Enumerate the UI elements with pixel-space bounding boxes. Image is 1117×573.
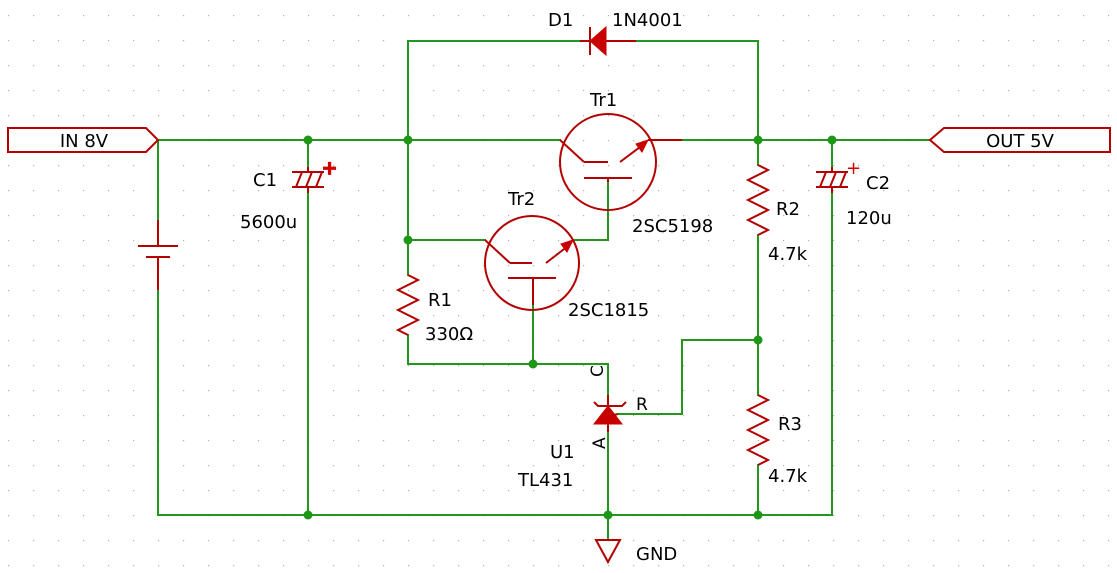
- capacitor-c1[interactable]: + C1 5600u: [240, 157, 338, 233]
- r3-ref: R3: [778, 414, 802, 435]
- battery-symbol[interactable]: [138, 220, 178, 290]
- ground-label: GND: [636, 544, 677, 565]
- r2-ref: R2: [776, 199, 800, 220]
- tr2-ref: Tr2: [507, 189, 535, 210]
- resistor-r1[interactable]: R1 330Ω: [395, 274, 473, 345]
- tr1-value: 2SC5198: [632, 216, 713, 237]
- diode-d1-value: 1N4001: [612, 10, 683, 31]
- regulator-u1[interactable]: C R A U1 TL431: [517, 365, 648, 491]
- c1-ref: C1: [253, 170, 277, 191]
- c1-polarity: +: [322, 158, 337, 179]
- output-port-label: OUT 5V: [986, 131, 1055, 152]
- input-port-label: IN 8V: [60, 131, 109, 152]
- junctions: [303, 135, 837, 520]
- u1-pin-ref: R: [636, 395, 648, 415]
- ground-symbol[interactable]: GND: [594, 539, 677, 565]
- resistor-r3[interactable]: R3 4.7k: [745, 394, 808, 487]
- output-port[interactable]: OUT 5V: [928, 127, 1111, 153]
- u1-pin-cathode: C: [588, 365, 608, 377]
- c2-value: 120u: [846, 208, 892, 229]
- transistor-tr1[interactable]: Tr1 2SC5198: [559, 90, 713, 237]
- c1-value: 5600u: [240, 212, 297, 233]
- r1-ref: R1: [428, 290, 452, 311]
- transistor-tr2[interactable]: Tr2 2SC1815: [484, 189, 649, 321]
- c2-polarity: +: [846, 158, 861, 179]
- c2-ref: C2: [866, 173, 890, 194]
- tr2-value: 2SC1815: [568, 300, 649, 321]
- u1-pin-anode: A: [590, 437, 610, 449]
- tr1-ref: Tr1: [589, 90, 617, 111]
- r1-value: 330Ω: [425, 324, 473, 345]
- r2-value: 4.7k: [768, 244, 808, 265]
- wires: [157, 40, 931, 541]
- capacitor-c2[interactable]: + C2 120u: [816, 158, 892, 229]
- r3-value: 4.7k: [768, 466, 808, 487]
- resistor-r2[interactable]: R2 4.7k: [745, 164, 808, 265]
- u1-value: TL431: [517, 470, 573, 491]
- diode-d1-ref: D1: [548, 10, 573, 31]
- diode-d1[interactable]: D1 1N4001: [548, 10, 683, 57]
- input-port[interactable]: IN 8V: [7, 127, 160, 153]
- u1-ref: U1: [550, 442, 575, 463]
